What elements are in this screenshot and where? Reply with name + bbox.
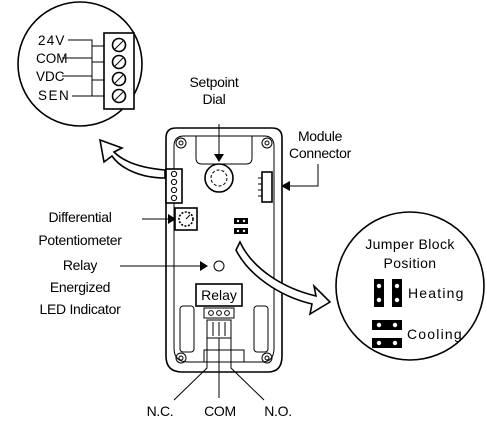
heating-label: Heating (408, 285, 465, 301)
relay-label-line1: Relay (63, 257, 98, 273)
cooling-jumper-icon (372, 320, 402, 348)
terminal-label-vdc: VDC (36, 69, 65, 84)
terminal-arrow (98, 138, 166, 179)
relay-box: Relay (195, 283, 243, 307)
terminal-detail: 24V COM VDC SEN (17, 1, 143, 127)
terminal-label-sen: SEN (38, 88, 70, 103)
cooling-label: Cooling (407, 326, 463, 342)
terminal-label-com: COM (36, 51, 68, 66)
contact-label-nc: N.C. (147, 403, 174, 419)
differential-potentiometer (142, 207, 198, 231)
setpoint-dial (204, 124, 234, 193)
differential-label-line1: Differential (48, 209, 111, 225)
terminal-screws (111, 37, 127, 104)
contact-label-no: N.O. (264, 403, 292, 419)
module-label-line1: Module (298, 128, 343, 144)
setpoint-label-line1: Setpoint (190, 74, 239, 90)
jumper-arrow (235, 240, 332, 316)
differential-label-line2: Potentiometer (38, 232, 122, 248)
module-label-line2: Connector (289, 145, 352, 161)
jumper-title-line1: Jumper Block (365, 236, 455, 252)
module-terminal-block (165, 168, 183, 204)
relay-contacts (173, 307, 265, 401)
terminal-label-24v: 24V (38, 33, 66, 48)
module-connector (258, 164, 319, 203)
module-jumper (234, 218, 248, 234)
relay-label-line3: LED Indicator (40, 301, 122, 317)
jumper-title-line2: Position (383, 255, 436, 271)
relay-led (120, 260, 225, 272)
relay-label-line2: Energized (50, 279, 110, 295)
contact-label-com: COM (204, 403, 236, 419)
heating-jumper-icon (374, 279, 402, 307)
module-housing (165, 127, 283, 373)
jumper-detail: Jumper Block Position Heating Cooling (335, 211, 485, 361)
relay-box-label: Relay (201, 287, 237, 303)
setpoint-label-line2: Dial (203, 91, 226, 107)
